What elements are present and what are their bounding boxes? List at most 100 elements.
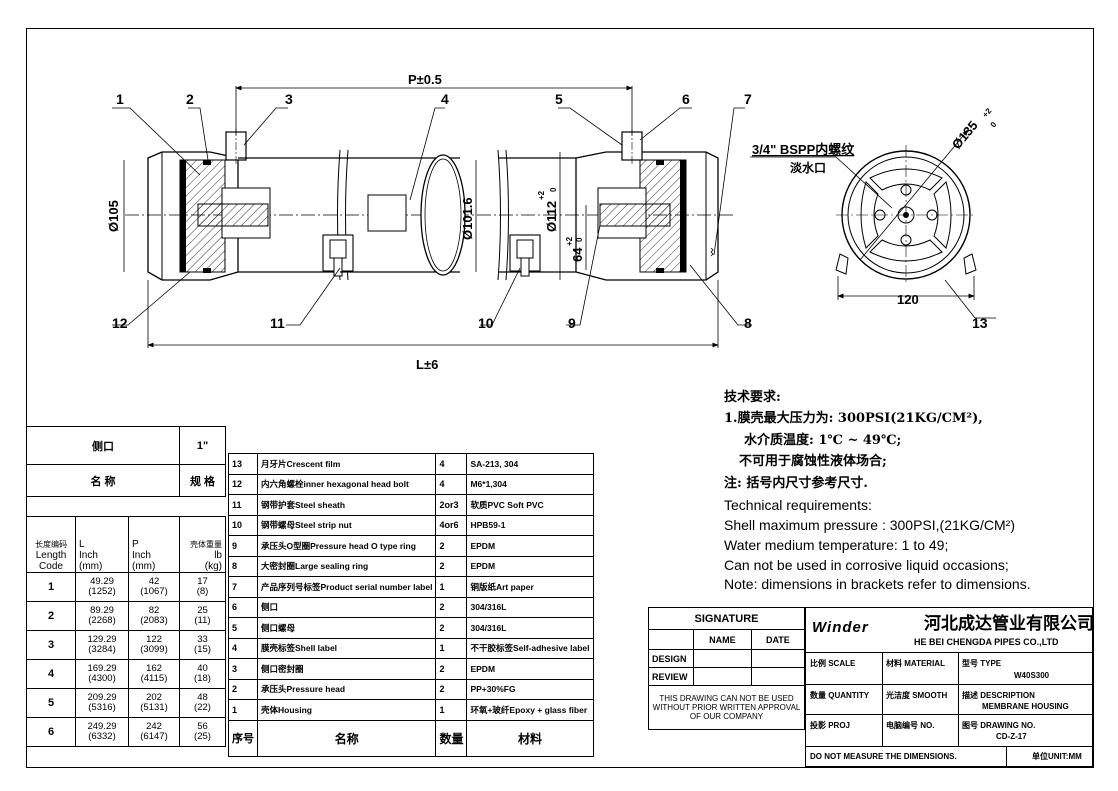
part-qty: 2 [435, 617, 468, 639]
drawing-no-value: CD-Z-17 [996, 732, 1027, 741]
side-port-label: 侧口 [26, 426, 180, 465]
part-no: 6 [228, 596, 258, 618]
part-name: 侧口 [256, 596, 437, 618]
header-length-code: 长度编码 Length Code [26, 516, 76, 573]
balloon-13: 13 [972, 315, 988, 331]
part-material: M6*1,304 [466, 473, 594, 495]
part-name: 侧口密封圈 [256, 658, 437, 680]
notes-en5: Note: dimensions in brackets refer to di… [724, 576, 1031, 592]
quantity-label: 数量 QUANTITY [810, 691, 870, 700]
balloon-8: 8 [744, 315, 752, 331]
part-qty: 2 [435, 658, 468, 680]
part-qty: 1 [435, 576, 468, 598]
length-code: 2 [26, 601, 76, 631]
description-value: MEMBRANE HOUSING [982, 702, 1069, 711]
length-code: 6 [26, 717, 76, 747]
balloon-6: 6 [682, 91, 690, 107]
dim-l: L±6 [416, 357, 438, 372]
review-label: REVIEW [648, 667, 694, 686]
header-l: L Inch (mm) [75, 516, 129, 573]
length-value: 209.29(5316) [75, 688, 129, 718]
part-name: 大密封圈Large sealing ring [256, 555, 437, 577]
end-view-texts: Ø135 +2 0 3/4" BSPP内螺纹 淡水口 [752, 106, 999, 175]
length-value: 249.29(6332) [75, 717, 129, 747]
parts-header-qty: 数量 [435, 719, 468, 757]
dim-d105: Ø105 [106, 200, 121, 232]
part-name: 月牙片Crescent film [256, 453, 437, 475]
signature-label: SIGNATURE [648, 607, 805, 630]
part-qty: 2 [435, 678, 468, 700]
name-col-label: NAME [693, 629, 752, 650]
balloon-11: 11 [270, 315, 285, 331]
description-label: 描述 DESCRIPTION [962, 691, 1035, 700]
parts-header-no: 序号 [228, 719, 258, 757]
part-name: 承压头Pressure head [256, 678, 437, 700]
balloon-10: 10 [478, 315, 494, 331]
spec-label: 规 格 [179, 464, 226, 497]
length-value: 169.29(4300) [75, 659, 129, 689]
part-no: 12 [228, 473, 258, 495]
dimension-lines [123, 85, 719, 348]
p-value: 82(2083) [128, 601, 180, 631]
dim-d64: 64 [570, 247, 585, 262]
part-qty: 2 [435, 535, 468, 557]
part-material: 304/316L [466, 596, 594, 618]
dim-d135-tol: +2 [981, 106, 994, 119]
proj-label: 投影 PROJ [810, 721, 851, 730]
part-no: 9 [228, 535, 258, 557]
part-no: 10 [228, 514, 258, 536]
part-no: 3 [228, 658, 258, 680]
company-name-en: HE BEI CHENGDA PIPES CO.,LTD [914, 637, 1059, 647]
part-material: 铜版纸Art paper [466, 576, 594, 598]
design-label: DESIGN [648, 649, 694, 668]
part-no: 8 [228, 555, 258, 577]
balloon-1: 1 [116, 91, 124, 107]
balloon-7: 7 [744, 91, 752, 107]
part-no: 5 [228, 617, 258, 639]
part-no: 1 [228, 699, 258, 721]
weight-value: 56(25) [179, 717, 226, 747]
weight-value: 40(18) [179, 659, 226, 689]
part-qty: 1 [435, 699, 468, 721]
part-material: SA-213, 304 [466, 453, 594, 475]
weight-value: 17(8) [179, 572, 226, 602]
header-weight: 壳体重量 lb (kg) [179, 516, 226, 573]
length-value: 129.29(3284) [75, 630, 129, 660]
balloon-3: 3 [285, 91, 293, 107]
weight-value: 48(22) [179, 688, 226, 718]
part-qty: 4 [435, 473, 468, 495]
left-end-cap [147, 128, 271, 281]
smooth-label: 光洁度 SMOOTH [886, 691, 948, 700]
title-block: SIGNATURE NAME DATE DESIGN REVIEW THIS D… [648, 607, 1094, 768]
drawing-no-label: 图号 DRAWING NO. [962, 721, 1036, 730]
part-qty: 4or6 [435, 514, 468, 536]
drawing-warning: THIS DRAWING CAN NOT BE USED WITHOUT PRI… [648, 685, 805, 730]
weight-value: 33(15) [179, 630, 226, 660]
balloon-4: 4 [441, 91, 449, 107]
part-no: 7 [228, 576, 258, 598]
balloon-5: 5 [555, 91, 563, 107]
parts-header-material: 材料 [466, 719, 594, 757]
part-name: 内六角螺栓inner hexagonal head bolt [256, 473, 437, 495]
part-qty: 4 [435, 453, 468, 475]
notes-line1-cn: 1.膜壳最大压力为: 300PSI(21KG/CM²), [724, 411, 983, 426]
dim-d135-tol0: 0 [989, 120, 999, 130]
dim-d135: Ø135 [949, 118, 981, 152]
dim-d1016: Ø101.6 [460, 197, 475, 240]
notes-line2-cn: 水介质温度: 1℃ ~ 49℃; [744, 433, 902, 448]
length-code: 3 [26, 630, 76, 660]
company-logo: Winder [812, 619, 869, 636]
dim-w120: 120 [897, 292, 919, 307]
